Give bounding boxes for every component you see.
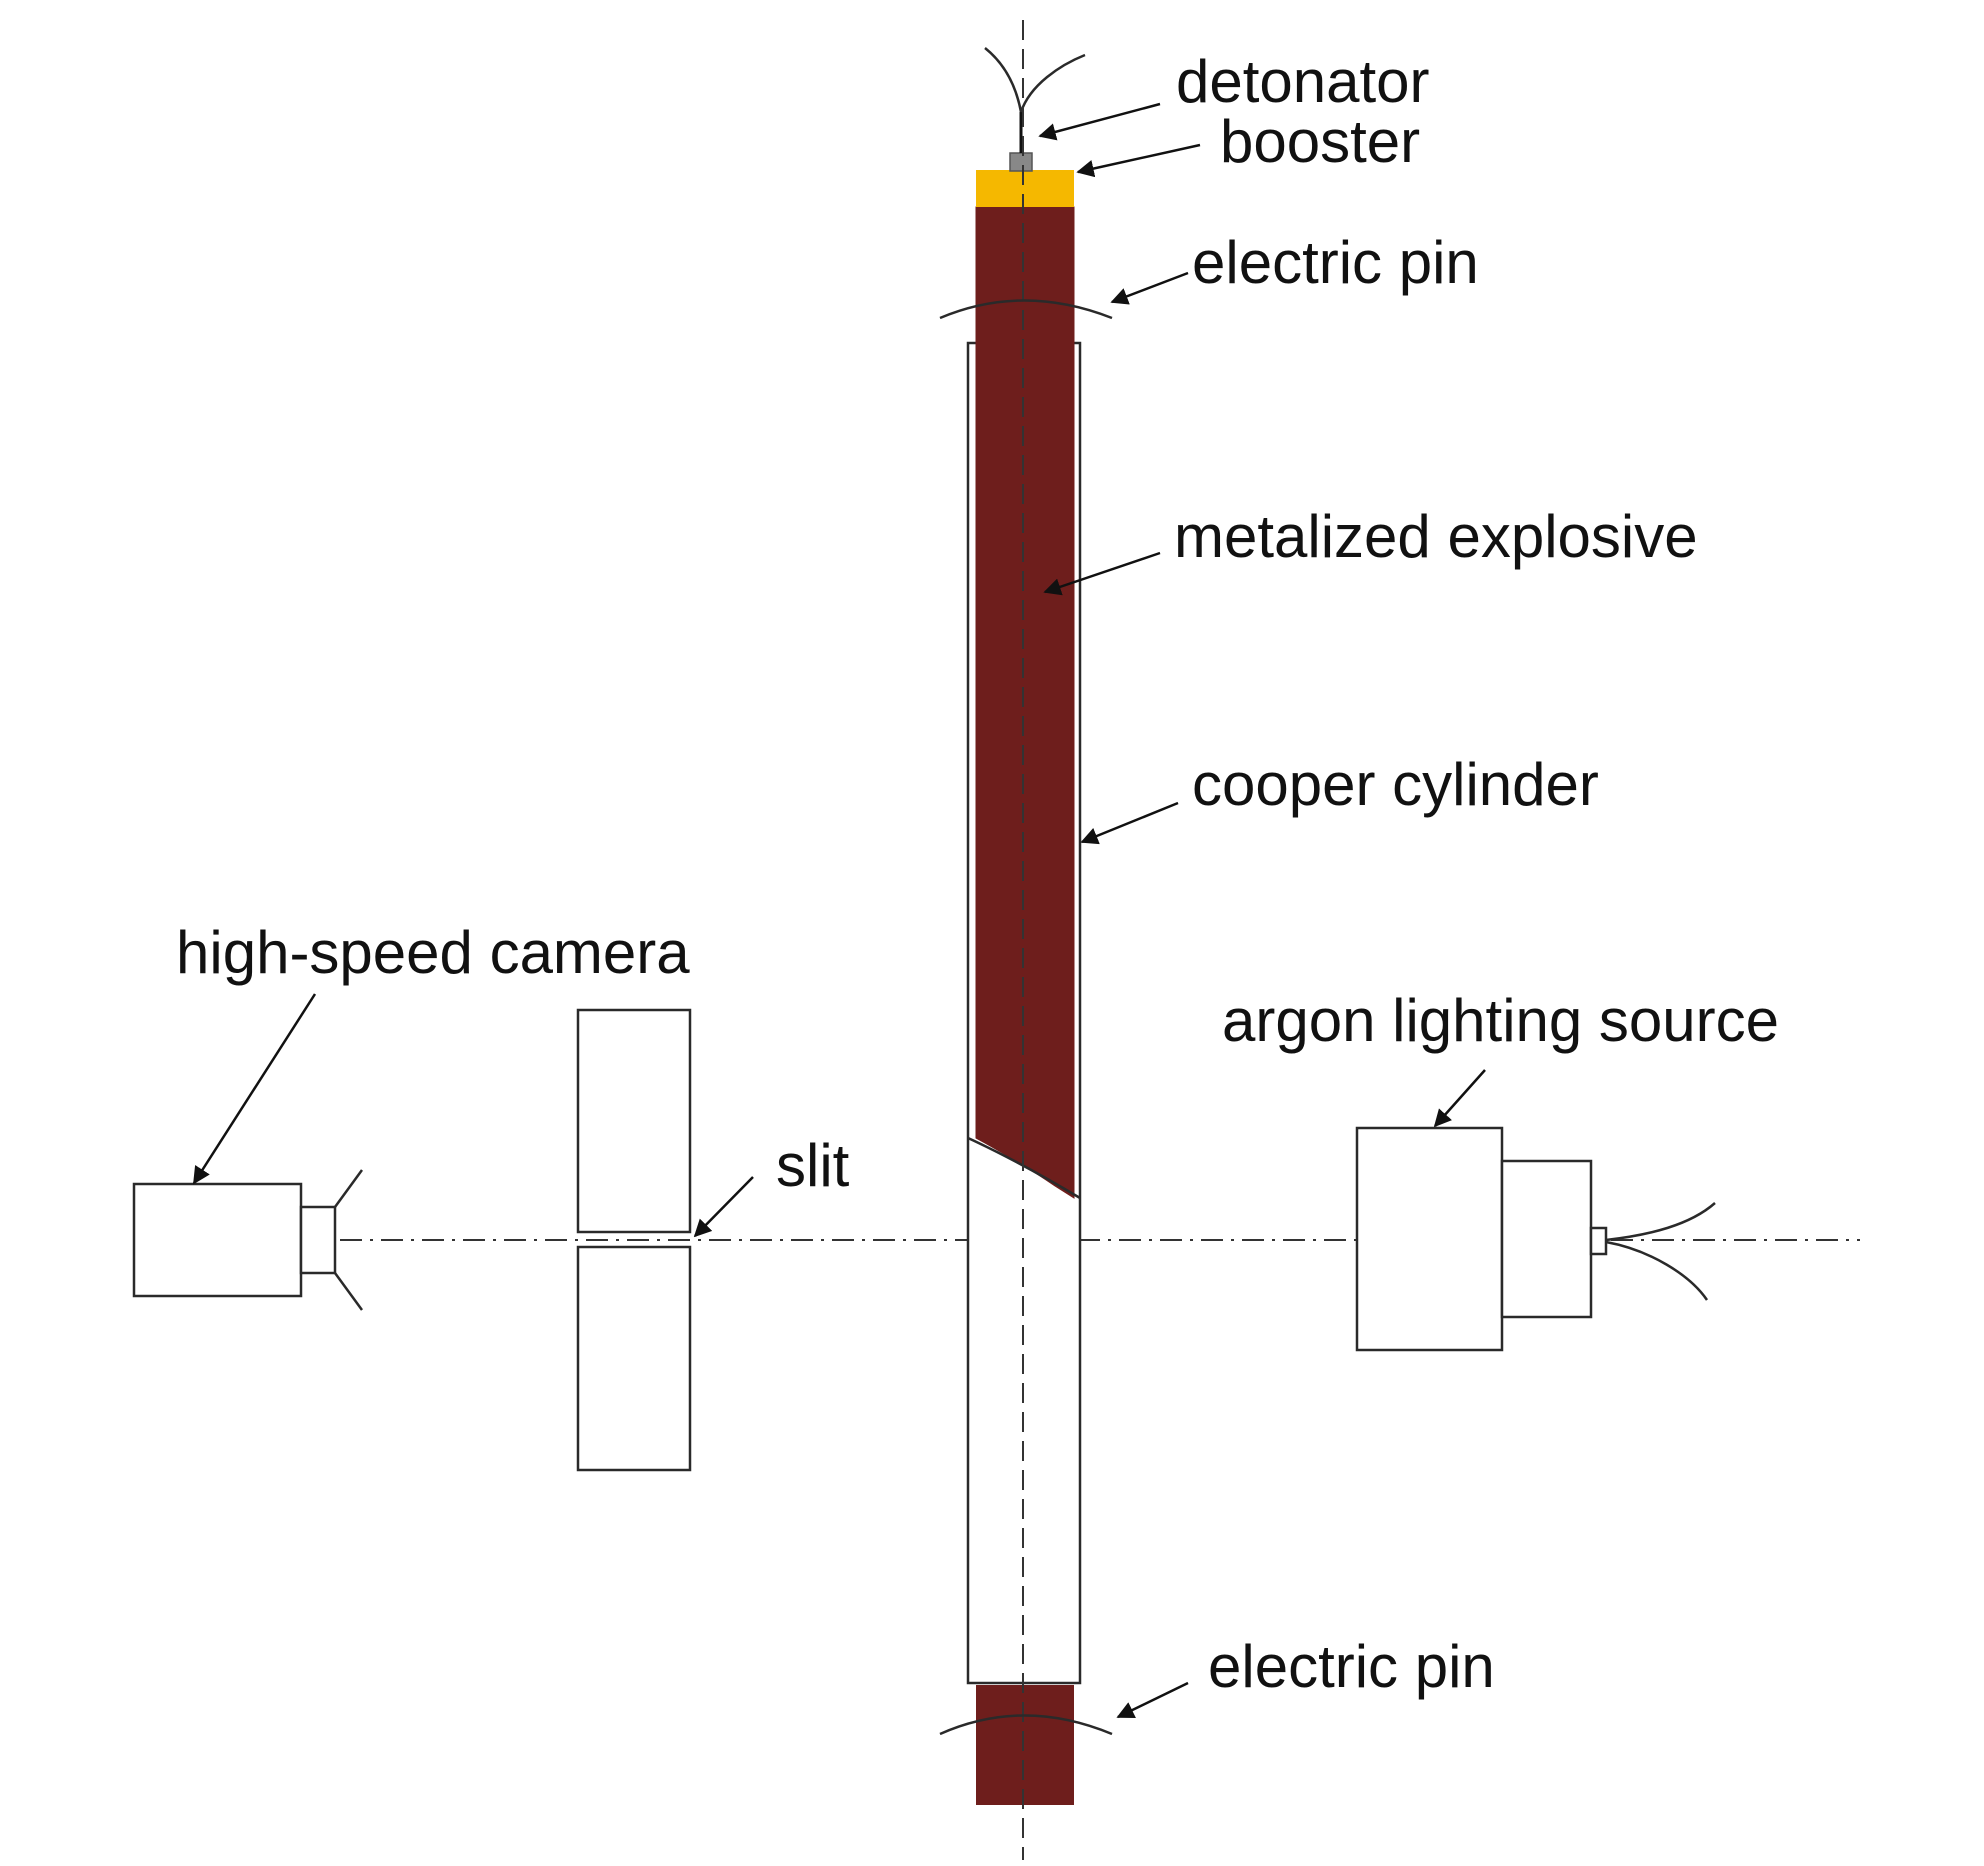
label-slit: slit (776, 1132, 850, 1199)
slit-plate-upper (576, 1008, 692, 1234)
label-electric-pin-bottom: electric pin (1208, 1633, 1495, 1700)
light-source-wire-upper (1605, 1202, 1716, 1242)
camera-lens (299, 1205, 337, 1275)
arrow-electric-pin-top (1110, 271, 1189, 305)
label-metalized-explosive: metalized explosive (1174, 503, 1698, 570)
detonator-cap (1009, 152, 1033, 172)
label-camera: high-speed camera (176, 919, 690, 986)
detonator-wire-left (984, 47, 1023, 113)
arrow-booster (1076, 143, 1201, 178)
arrow-slit (693, 1176, 754, 1238)
light-source-head (1500, 1159, 1593, 1319)
light-source-wire-lower (1605, 1240, 1709, 1301)
booster (976, 170, 1074, 207)
arrow-copper-cylinder (1080, 801, 1179, 845)
arrow-metalized-explosive (1043, 551, 1161, 596)
camera-view-line-lower (333, 1272, 364, 1311)
detonator-wire-right (1019, 53, 1086, 113)
arrow-light-source (1433, 1069, 1486, 1128)
metalized-explosive-column (975, 206, 1075, 1199)
camera-body (132, 1182, 303, 1298)
electric-pin-bottom-wire (939, 1714, 1113, 1736)
slit-plate-lower (576, 1245, 692, 1472)
electric-pin-top-wire (939, 299, 1113, 320)
camera-view-line-upper (333, 1169, 364, 1208)
label-copper-cylinder: cooper cylinder (1192, 751, 1599, 818)
arrow-electric-pin-bottom (1116, 1681, 1189, 1719)
label-booster: booster (1220, 108, 1420, 175)
arrow-detonator (1038, 102, 1161, 141)
light-source-body (1355, 1126, 1504, 1352)
label-detonator: detonator (1176, 48, 1430, 115)
arrow-camera (192, 993, 317, 1185)
label-electric-pin-top: electric pin (1192, 229, 1479, 296)
light-source-connector (1589, 1226, 1608, 1256)
label-light-source: argon lighting source (1222, 987, 1779, 1054)
explosive-bottom-segment (976, 1685, 1074, 1805)
